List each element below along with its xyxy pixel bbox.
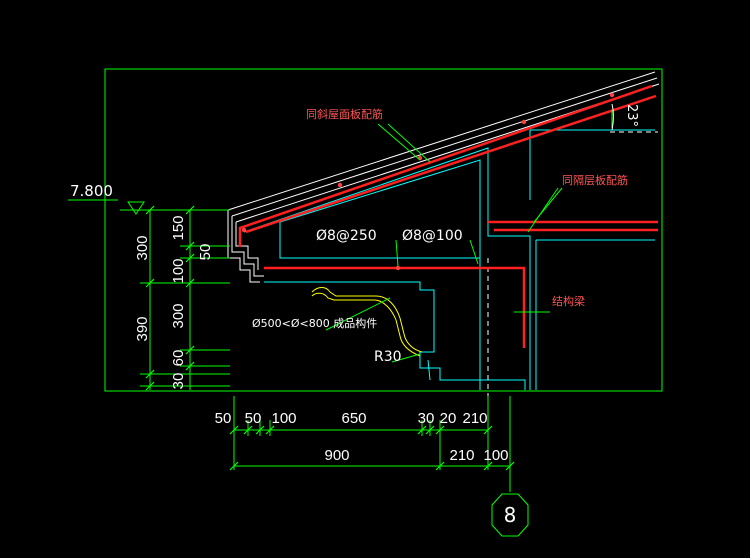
dim-v-100: 100 xyxy=(170,258,187,283)
bar-spacing-a-label: Ø8@250 xyxy=(316,228,377,244)
elevation-label: 7.800 xyxy=(70,182,113,200)
slope-angle-marker xyxy=(611,103,614,131)
dim-h-100: 100 xyxy=(271,410,296,427)
bar-spacing-b-label: Ø8@100 xyxy=(402,228,463,244)
dim-v-30: 30 xyxy=(170,373,187,390)
dim-v-50: 50 xyxy=(197,244,214,261)
structural-beam-note: 结构梁 xyxy=(552,294,585,308)
reference-lines xyxy=(487,131,658,396)
dim-h-20: 20 xyxy=(440,410,457,427)
dim-h-30: 30 xyxy=(418,410,435,427)
roof-slab-rebar-note: 同斜屋面板配筋 xyxy=(306,107,383,121)
dim-h-50b: 50 xyxy=(245,410,262,427)
dimension-ticks xyxy=(145,205,515,471)
rebar-dots xyxy=(241,92,615,271)
floor-slab-rebar-note: 同隔层板配筋 xyxy=(562,173,628,187)
dim-v-60: 60 xyxy=(170,350,187,367)
dim-v-300: 300 xyxy=(134,235,151,260)
slope-angle-label: 23° xyxy=(624,104,639,127)
dim-h-650: 650 xyxy=(341,410,366,427)
axis-number: 8 xyxy=(504,503,517,527)
dim-h-210b: 210 xyxy=(449,447,474,464)
precast-member-note: Ø500<Ø<800 成品构件 xyxy=(252,316,377,330)
dim-v-150: 150 xyxy=(170,215,187,240)
rebar xyxy=(238,84,658,348)
radius-label: R30 xyxy=(374,349,402,365)
horizontal-dimensions xyxy=(233,396,511,492)
dim-v-390: 390 xyxy=(134,316,151,341)
vertical-dimensions xyxy=(120,201,230,390)
axis-bubble xyxy=(491,493,529,537)
dim-v-300b: 300 xyxy=(170,303,187,328)
dim-h-100b: 100 xyxy=(483,447,508,464)
precast-profile xyxy=(311,287,423,357)
concrete-outline xyxy=(243,129,655,390)
leader-lines xyxy=(325,110,613,363)
drawing-frame xyxy=(104,68,663,392)
dim-h-50a: 50 xyxy=(215,410,232,427)
dim-h-900: 900 xyxy=(324,447,349,464)
dim-h-210a: 210 xyxy=(462,410,487,427)
